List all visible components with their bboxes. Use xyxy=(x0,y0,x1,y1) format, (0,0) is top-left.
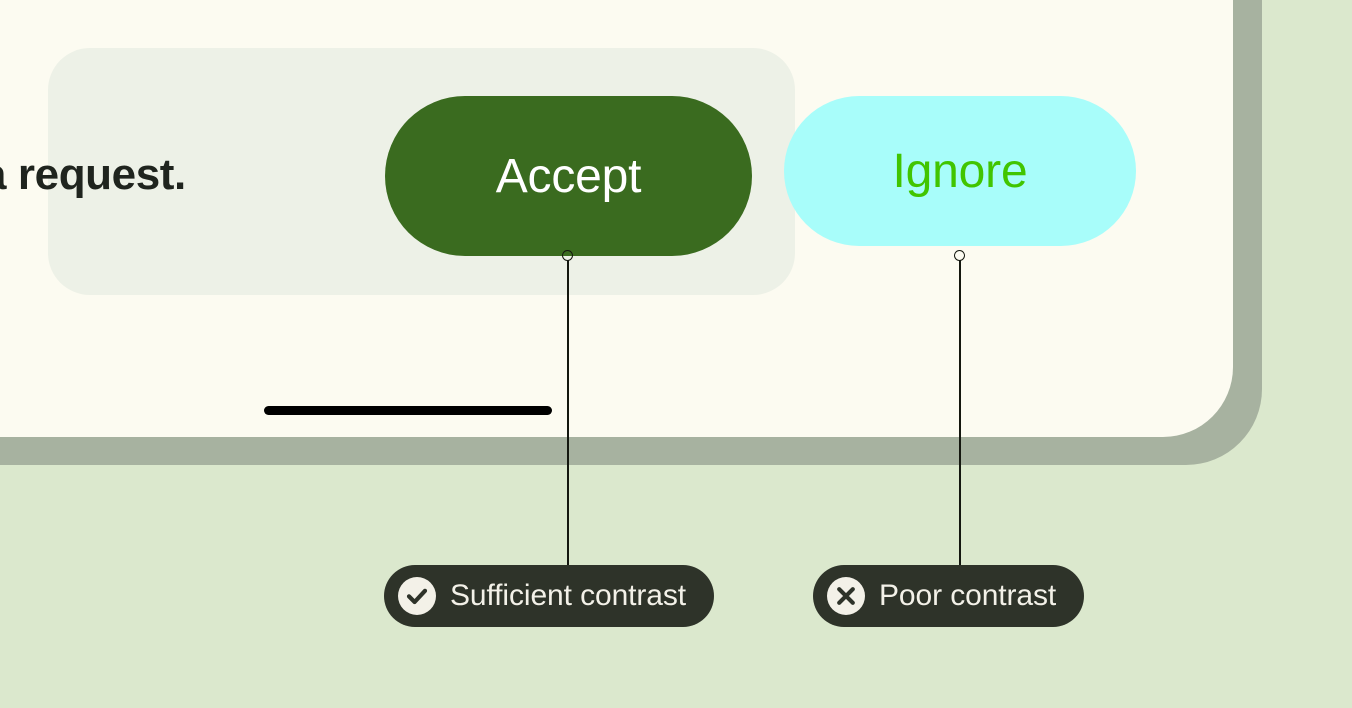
callout-stem xyxy=(567,260,569,572)
text-underline-bar xyxy=(264,406,552,415)
callout-connector-ignore xyxy=(950,250,970,572)
annotation-label: Sufficient contrast xyxy=(450,579,687,612)
x-circle-icon xyxy=(827,577,865,615)
callout-stem xyxy=(959,260,961,572)
check-circle-icon xyxy=(398,577,436,615)
accept-button[interactable]: Accept xyxy=(385,96,752,256)
callout-connector-accept xyxy=(558,250,578,572)
ui-mockup-card: a request. Accept Ignore xyxy=(0,0,1233,437)
ignore-button[interactable]: Ignore xyxy=(784,96,1136,246)
message-text-fragment: a request. xyxy=(0,150,186,199)
annotation-badge-poor-contrast: Poor contrast xyxy=(813,565,1085,627)
annotation-badge-sufficient-contrast: Sufficient contrast xyxy=(384,565,715,627)
annotation-label: Poor contrast xyxy=(879,579,1057,612)
